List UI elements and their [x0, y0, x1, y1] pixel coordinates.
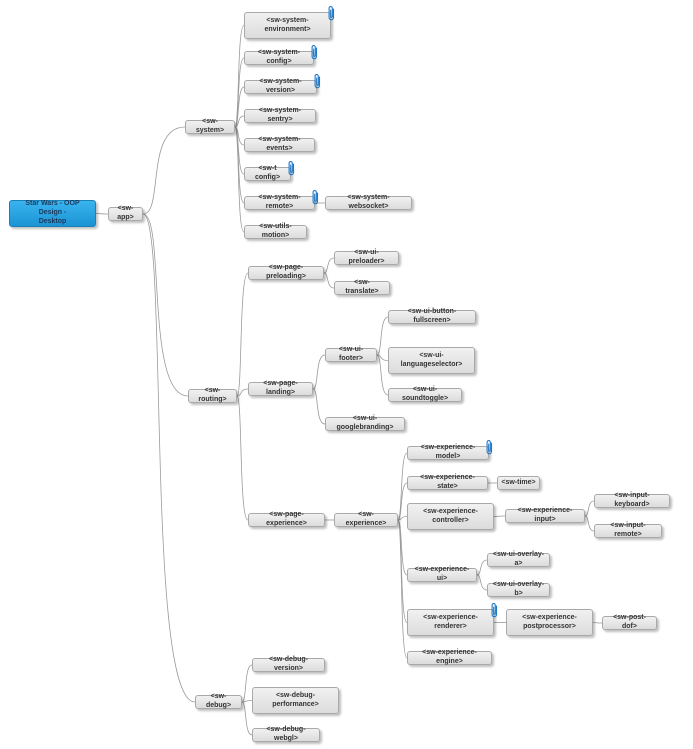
paperclip-icon[interactable]: [490, 602, 499, 618]
connector-landing-to-uifooter: [312, 354, 326, 390]
connector-preloading-to-translate: [323, 272, 335, 289]
connector-expui-to-overlayb: [476, 574, 488, 591]
topic-inputremote[interactable]: <sw-input-remote>: [594, 522, 662, 538]
connector-exppost-to-postdof: [592, 622, 603, 624]
connector-system-to-sysremote: [234, 126, 245, 204]
connector-experience-to-expstate: [397, 482, 408, 521]
topic-syssentry[interactable]: <sw-system-sentry>: [244, 107, 316, 123]
connector-debug-to-debugversion: [241, 664, 253, 703]
topic-expstate[interactable]: <sw-experience-state>: [407, 474, 488, 490]
topic-tconfig[interactable]: <sw-t config>: [244, 165, 291, 181]
connector-preloading-to-uipreloader: [323, 257, 335, 274]
connector-expui-to-overlaya: [476, 559, 488, 576]
topic-preloading[interactable]: <sw-page-preloading>: [248, 264, 324, 280]
connector-uifooter-to-fullscreen: [376, 316, 389, 356]
topic-expinput[interactable]: <sw-experience-input>: [505, 507, 585, 523]
topic-experience[interactable]: <sw-experience>: [334, 511, 398, 527]
root-topic[interactable]: Star Wars - OOP Design - Desktop: [9, 200, 96, 227]
connector-system-to-syssentry: [234, 115, 245, 128]
topic-expmodel[interactable]: <sw-experience-model>: [407, 444, 489, 460]
connector-system-to-sysversion: [234, 86, 245, 128]
connector-experience-to-expui: [397, 519, 408, 576]
connector-root-to-app: [95, 213, 109, 215]
topic-routing[interactable]: <sw-routing>: [188, 387, 237, 403]
connector-expcontroller-to-expinput: [493, 515, 506, 517]
paperclip-icon[interactable]: [485, 439, 494, 455]
topic-uifooter[interactable]: <sw-ui-footer>: [325, 346, 377, 362]
topic-overlayb[interactable]: <sw-ui-overlay-b>: [487, 581, 550, 597]
topic-inputkeyboard[interactable]: <sw-input-keyboard>: [594, 492, 670, 508]
connector-landing-to-googlebranding: [312, 388, 326, 425]
connector-expinput-to-inputkeyboard: [584, 500, 595, 517]
connector-debug-to-debugperf: [241, 700, 253, 703]
connector-system-to-sysconfig: [234, 57, 245, 128]
topic-exprenderer[interactable]: <sw-experience- renderer>: [407, 609, 494, 636]
topic-sysremote[interactable]: <sw-system-remote>: [244, 194, 315, 210]
connector-app-to-debug: [142, 213, 196, 703]
connector-routing-to-pageexperience: [236, 395, 249, 521]
topic-translate[interactable]: <sw-translate>: [334, 279, 390, 295]
connector-uifooter-to-soundtoggle: [376, 354, 389, 396]
paperclip-icon[interactable]: [311, 189, 320, 205]
topic-uipreloader[interactable]: <sw-ui-preloader>: [334, 249, 399, 265]
paperclip-icon[interactable]: [313, 73, 322, 89]
topic-googlebranding[interactable]: <sw-ui-googlebranding>: [325, 415, 405, 431]
topic-sysevents[interactable]: <sw-system-events>: [244, 136, 315, 152]
connector-experience-to-expmodel: [397, 452, 408, 521]
topic-pageexperience[interactable]: <sw-page-experience>: [248, 511, 325, 527]
topic-utilsmotion[interactable]: <sw-utils-motion>: [244, 223, 307, 239]
connector-expinput-to-inputremote: [584, 515, 595, 532]
topic-langselector[interactable]: <sw-ui- languageselector>: [388, 347, 475, 374]
connector-system-to-utilsmotion: [234, 126, 245, 233]
topic-sysws[interactable]: <sw-system-websocket>: [325, 194, 412, 210]
topic-soundtoggle[interactable]: <sw-ui-soundtoggle>: [388, 386, 462, 402]
topic-postdof[interactable]: <sw-post-dof>: [602, 614, 657, 630]
topic-landing[interactable]: <sw-page-landing>: [248, 380, 313, 396]
paperclip-icon[interactable]: [310, 44, 319, 60]
topic-sysconfig[interactable]: <sw-system-config>: [244, 49, 314, 65]
topic-expui[interactable]: <sw-experience-ui>: [407, 566, 477, 582]
topic-sysversion[interactable]: <sw-system-version>: [244, 78, 317, 94]
paperclip-icon[interactable]: [287, 160, 296, 176]
topic-time[interactable]: <sw-time>: [497, 476, 540, 490]
connector-routing-to-preloading: [236, 272, 249, 397]
topic-expengine[interactable]: <sw-experience-engine>: [407, 649, 492, 665]
topic-sysenv[interactable]: <sw-system- environment>: [244, 12, 331, 39]
topic-debugwebgl[interactable]: <sw-debug-webgl>: [252, 726, 320, 742]
connector-experience-to-expengine: [397, 519, 408, 659]
topic-exppost[interactable]: <sw-experience- postprocessor>: [506, 609, 593, 636]
connector-routing-to-landing: [236, 388, 249, 397]
paperclip-icon[interactable]: [327, 5, 336, 21]
connector-experience-to-expcontroller: [397, 516, 408, 521]
topic-expcontroller[interactable]: <sw-experience- controller>: [407, 503, 494, 530]
topic-debugperf[interactable]: <sw-debug- performance>: [252, 687, 339, 714]
topic-debug[interactable]: <sw-debug>: [195, 693, 242, 709]
topic-overlaya[interactable]: <sw-ui-overlay-a>: [487, 551, 550, 567]
topic-debugversion[interactable]: <sw-debug-version>: [252, 656, 325, 672]
topic-fullscreen[interactable]: <sw-ui-button-fullscreen>: [388, 308, 476, 324]
connector-debug-to-debugwebgl: [241, 701, 253, 736]
topic-system[interactable]: <sw-system>: [185, 118, 235, 134]
connector-app-to-routing: [142, 213, 189, 397]
connector-app-to-system: [142, 126, 186, 215]
topic-app[interactable]: <sw-app>: [108, 205, 143, 221]
